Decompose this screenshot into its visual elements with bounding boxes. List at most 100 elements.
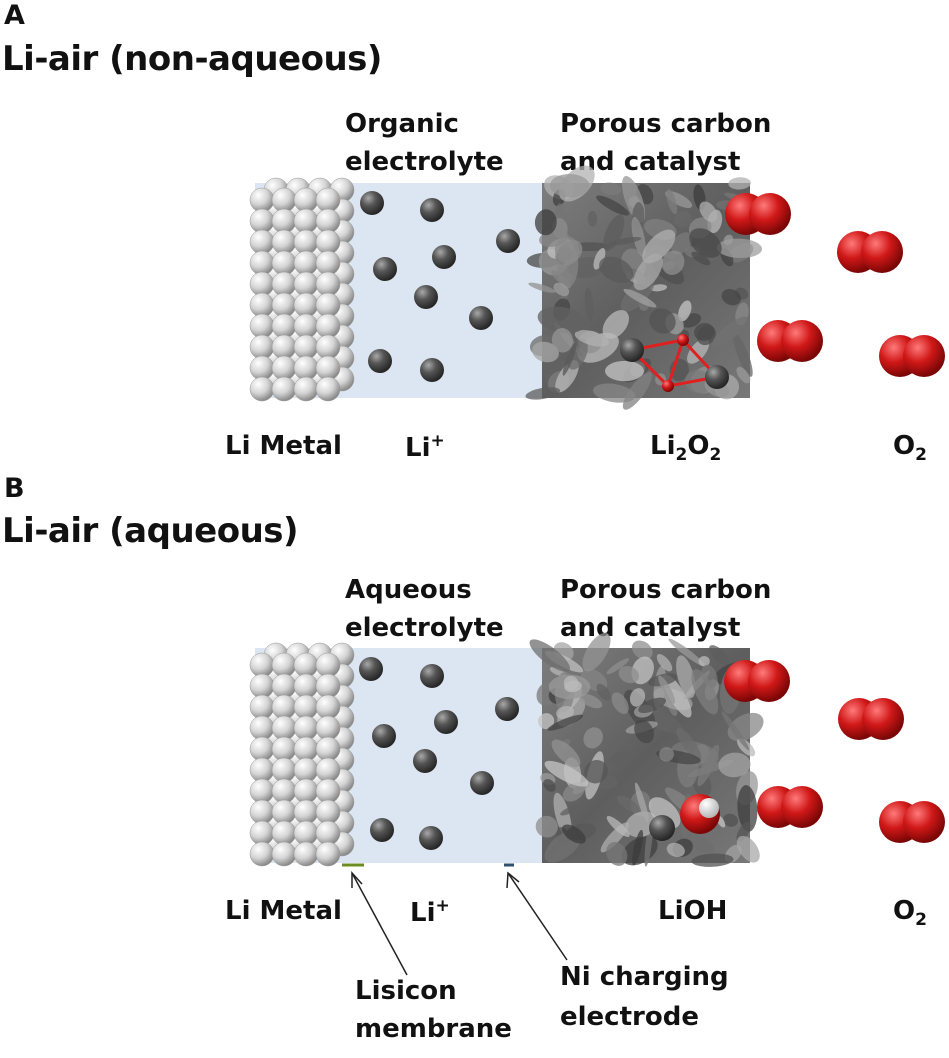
carbon-particle: [634, 719, 654, 744]
li-ion: [432, 245, 456, 269]
carbon-particle: [659, 746, 674, 762]
carbon-particle: [605, 360, 644, 382]
carbon-particle: [691, 251, 711, 266]
li-ion: [420, 198, 444, 222]
carbon-particle: [608, 237, 642, 246]
carbon-particle: [666, 842, 685, 857]
li-metal-atom: [249, 187, 275, 213]
carbon-particle: [582, 632, 611, 672]
panel-b-title: Li-air (aqueous): [2, 511, 299, 551]
carbon-particle: [634, 782, 649, 823]
carbon-particle: [721, 289, 742, 306]
li-metal-atom: [315, 376, 341, 402]
carbon-particle: [691, 669, 719, 715]
li-metal-atom: [249, 652, 275, 678]
panel-a-o2-label: O2: [893, 431, 927, 465]
carbon-particle: [662, 674, 692, 718]
carbon-particle: [698, 656, 710, 667]
li-metal-atom: [249, 313, 275, 339]
li-metal-atom: [315, 313, 341, 339]
li-metal-atom: [271, 841, 297, 867]
li-metal-atom: [293, 694, 319, 720]
li-ion: [360, 191, 384, 215]
li-metal-atom: [293, 229, 319, 255]
li-metal-atom: [315, 778, 341, 804]
li-ion: [373, 257, 397, 281]
panel-a-li2o2-molecule: [620, 334, 729, 392]
panel-b-cell: [249, 632, 945, 867]
carbon-particle: [642, 229, 676, 264]
carbon-particle: [528, 282, 556, 293]
li-metal-atom: [249, 355, 275, 381]
carbon-particle: [535, 815, 558, 838]
o2-molecule: [757, 786, 823, 828]
panel-a-li-ions: [360, 191, 520, 382]
li-ion: [414, 285, 438, 309]
carbon-particle: [543, 778, 556, 792]
li-metal-atom: [293, 799, 319, 825]
li-metal-atom: [315, 187, 341, 213]
li-metal-atom: [249, 229, 275, 255]
carbon-particle: [649, 308, 676, 334]
panel-b-li-ions: [359, 657, 519, 850]
panel-b-cathode-line1: Porous carbon: [560, 575, 772, 605]
li-metal-atom: [315, 355, 341, 381]
carbon-particle: [562, 782, 585, 802]
carbon-particle: [602, 310, 630, 339]
li-metal-atom: [293, 778, 319, 804]
carbon-particle: [593, 248, 606, 270]
li-metal-atom: [293, 376, 319, 402]
carbon-particle: [699, 201, 718, 223]
o2-molecule: [757, 320, 823, 362]
carbon-particle: [629, 688, 646, 707]
li-metal-atom: [293, 757, 319, 783]
li-metal-atom: [249, 841, 275, 867]
li-metal-atom: [293, 736, 319, 762]
carbon-particle: [650, 284, 668, 292]
li-metal-atom: [249, 292, 275, 318]
carbon-particle: [538, 713, 555, 730]
panel-b-li-ion-label: Li+: [410, 896, 450, 928]
panel-b-electrolyte-line1: Aqueous: [345, 575, 472, 605]
carbon-particle: [722, 813, 739, 827]
li-ion: [368, 349, 392, 373]
li-metal-atom: [315, 292, 341, 318]
li-metal-atom: [315, 208, 341, 234]
carbon-particle: [537, 306, 587, 334]
panel-a-o2-molecules: [725, 193, 945, 377]
li-ion: [359, 657, 383, 681]
ni-electrode-label-line1: Ni charging: [560, 962, 729, 992]
carbon-particle: [633, 253, 663, 291]
carbon-particle: [661, 250, 685, 275]
carbon-particle: [599, 256, 634, 283]
li-ion: [495, 697, 519, 721]
carbon-particle: [689, 228, 722, 258]
li-metal-atom: [315, 841, 341, 867]
li-metal-atom: [271, 355, 297, 381]
carbon-particle: [547, 714, 584, 731]
carbon-particle: [596, 683, 611, 701]
carbon-particle: [609, 751, 630, 765]
li-metal-atom: [315, 715, 341, 741]
panel-a-li-metal-label: Li Metal: [225, 431, 342, 461]
li-ion: [420, 664, 444, 688]
carbon-particle: [666, 188, 678, 215]
carbon-particle: [606, 658, 630, 675]
li-ion: [469, 306, 493, 330]
carbon-particle: [736, 366, 751, 384]
panel-a-li-ion-label: Li+: [405, 431, 445, 463]
li-metal-atom: [293, 334, 319, 360]
li-ion: [372, 724, 396, 748]
carbon-particle: [709, 645, 729, 665]
li-metal-atom: [249, 736, 275, 762]
panel-b-letter: B: [4, 473, 25, 504]
carbon-particle: [691, 853, 734, 867]
li-metal-atom: [271, 694, 297, 720]
o2-molecule: [879, 335, 945, 377]
carbon-particle: [603, 214, 625, 252]
panel-b-cathode-line2: and catalyst: [560, 613, 741, 643]
carbon-particle: [551, 739, 581, 768]
li-metal-atom: [249, 673, 275, 699]
li-metal-atom: [271, 271, 297, 297]
panel-a-letter: A: [4, 0, 25, 31]
